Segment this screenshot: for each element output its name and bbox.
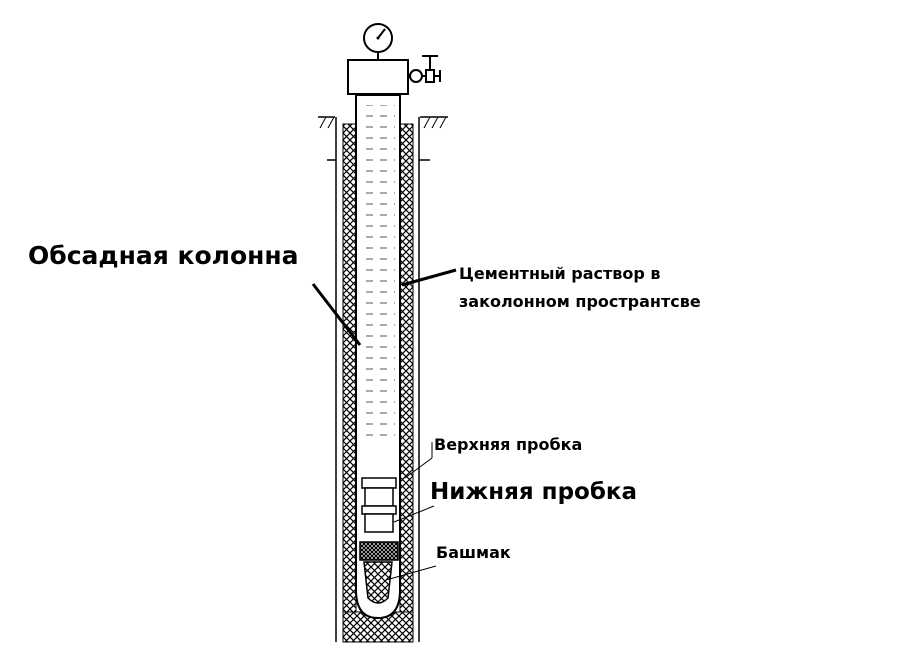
- wellhead: [347, 52, 409, 95]
- label-annulus-cement: Цементный раствор в заколонном пространт…: [459, 260, 701, 316]
- casing-string: [355, 94, 401, 620]
- label-lower-plug: Нижняя пробка: [430, 479, 638, 505]
- leader-lines: [311, 268, 457, 581]
- label-annulus-cement-line-2: заколонном пространтсве: [459, 292, 701, 311]
- ground-surface: [318, 116, 448, 161]
- label-casing: Обсадная колонна: [28, 241, 299, 270]
- stop-ring: [359, 541, 399, 561]
- upper-plug: [361, 477, 397, 507]
- label-upper-plug: Верхняя пробка: [434, 435, 583, 454]
- lower-plug: [361, 505, 397, 533]
- valve-icon: [408, 55, 441, 83]
- label-shoe: Башмак: [436, 543, 511, 562]
- pressure-gauge-icon: [363, 23, 393, 53]
- borehole: [335, 117, 420, 642]
- casing-shoe: [363, 561, 393, 604]
- label-annulus-cement-line-1: Цементный раствор в: [459, 264, 661, 283]
